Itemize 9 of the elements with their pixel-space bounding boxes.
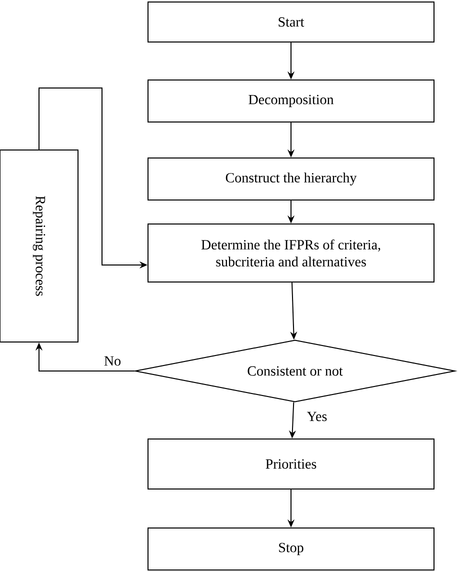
process-box: Priorities [148,438,434,490]
process-box: Repairing process [0,150,78,342]
process-box: Stop [148,528,434,570]
edge-label: No [102,355,122,367]
process-box: Decomposition [148,80,434,122]
process-box: Construct the hierarchy [148,158,434,200]
process-box: Determine the IFPRs of criteria, subcriteria and alternatives [148,224,434,282]
process-box: Start [148,2,434,42]
edge-label: Yes [306,410,328,422]
